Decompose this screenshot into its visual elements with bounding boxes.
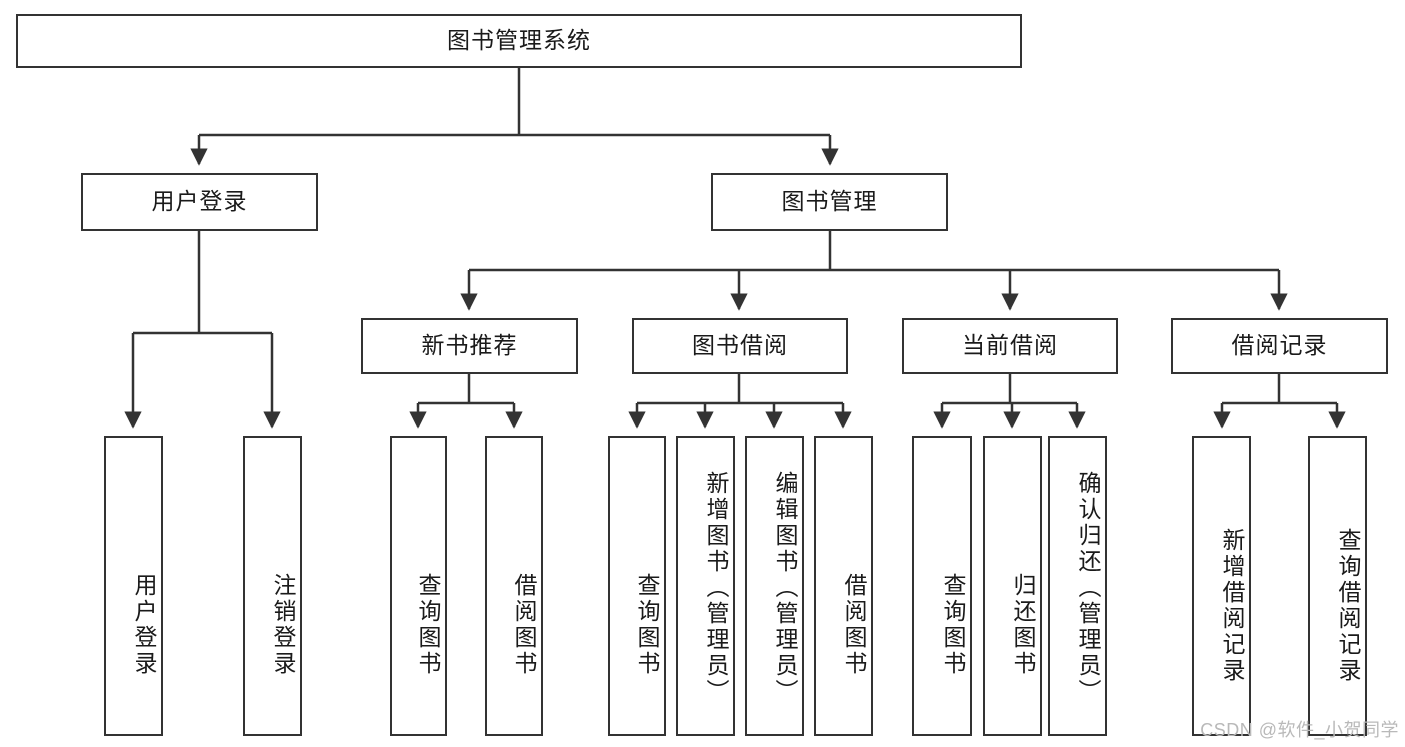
node-root[interactable]: 图书管理系统 [16,14,1022,68]
leaf-confirm-return[interactable]: 确认归还（管理员） [1048,436,1107,736]
leaf-query-book-1[interactable]: 查询图书 [390,436,447,736]
leaf-query-record[interactable]: 查询借阅记录 [1308,436,1367,736]
node-book-borrow[interactable]: 图书借阅 [632,318,848,374]
leaf-user-logout[interactable]: 注销登录 [243,436,302,736]
node-user-login[interactable]: 用户登录 [81,173,318,231]
leaf-add-book[interactable]: 新增图书（管理员） [676,436,735,736]
leaf-add-record[interactable]: 新增借阅记录 [1192,436,1251,736]
leaf-borrow-book-2[interactable]: 借阅图书 [814,436,873,736]
leaf-edit-book[interactable]: 编辑图书（管理员） [745,436,804,736]
leaf-query-book-3[interactable]: 查询图书 [912,436,972,736]
leaf-user-login[interactable]: 用户登录 [104,436,163,736]
node-borrow-record[interactable]: 借阅记录 [1171,318,1388,374]
node-current-borrow[interactable]: 当前借阅 [902,318,1118,374]
leaf-return-book[interactable]: 归还图书 [983,436,1042,736]
node-new-book-recommend[interactable]: 新书推荐 [361,318,578,374]
leaf-borrow-book-1[interactable]: 借阅图书 [485,436,543,736]
node-book-manage[interactable]: 图书管理 [711,173,948,231]
leaf-query-book-2[interactable]: 查询图书 [608,436,666,736]
csdn-watermark: CSDN @软件_小贺同学 [1200,720,1399,740]
